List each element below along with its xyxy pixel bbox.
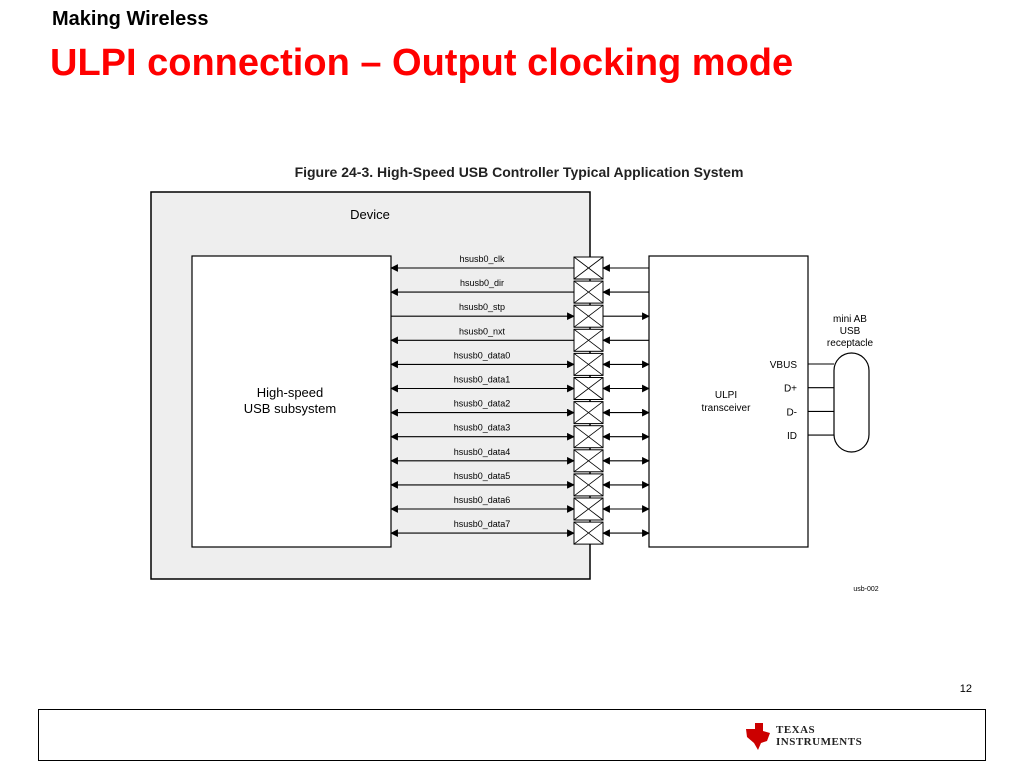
signal-label-hsusb0_data4: hsusb0_data4	[454, 447, 511, 457]
signal-label-hsusb0_clk: hsusb0_clk	[459, 254, 505, 264]
receptacle-label-line1: mini AB	[833, 314, 867, 325]
receptacle-label-line3: receptacle	[827, 338, 874, 349]
signal-lines: hsusb0_clk hsusb0_dir hsusb0_stp hsusb0_nxt…	[390, 254, 650, 545]
figure-id: usb-002	[853, 586, 878, 593]
signal-label-hsusb0_data6: hsusb0_data6	[454, 495, 511, 505]
pad-cross-b-hsusb0_stp	[573, 304, 604, 328]
signal-label-hsusb0_nxt: hsusb0_nxt	[459, 326, 506, 336]
device-label: Device	[350, 207, 390, 222]
usb-pins: VBUS D+ D- ID	[770, 360, 834, 442]
pad-cross-b-hsusb0_data7	[573, 521, 604, 545]
ti-logo-line1: TEXAS	[776, 724, 816, 736]
usb-pin-label-2: D-	[786, 407, 797, 418]
figure-caption: Figure 24-3. High-Speed USB Controller T…	[295, 164, 744, 180]
usb-subsystem-label-line1: High-speed	[257, 385, 324, 400]
pad-cross-b-hsusb0_data3	[573, 425, 604, 449]
ti-logo: TEXAS INSTRUMENTS	[744, 718, 884, 754]
signal-label-hsusb0_data5: hsusb0_data5	[454, 471, 511, 481]
usb-subsystem-label-line2: USB subsystem	[244, 401, 336, 416]
signal-label-hsusb0_data7: hsusb0_data7	[454, 519, 511, 529]
usb-subsystem-box	[191, 255, 392, 548]
pad-cross-b-hsusb0_data0	[573, 353, 604, 376]
page-number: 12	[959, 683, 972, 695]
ulpi-transceiver-box	[648, 255, 809, 548]
pad-cross-b-hsusb0_nxt	[573, 328, 604, 352]
pad-cross-b-hsusb0_data5	[573, 473, 604, 497]
ti-logo-line2: INSTRUMENTS	[776, 736, 863, 748]
signal-label-hsusb0_stp: hsusb0_stp	[459, 302, 505, 312]
footer-bar	[38, 709, 986, 761]
pad-cross-b-hsusb0_data1	[573, 377, 604, 400]
signal-label-hsusb0_data1: hsusb0_data1	[454, 375, 511, 385]
pad-cross-b-hsusb0_data4	[573, 449, 604, 473]
signal-label-hsusb0_data0: hsusb0_data0	[454, 350, 511, 360]
slide-title: ULPI connection – Output clocking mode	[50, 42, 794, 84]
signal-label-hsusb0_data2: hsusb0_data2	[454, 399, 511, 409]
ulpi-transceiver-label-line2: transceiver	[702, 403, 752, 414]
ulpi-transceiver-label-line1: ULPI	[715, 390, 737, 401]
ulpi-connection-diagram: Figure 24-3. High-Speed USB Controller T…	[150, 164, 879, 593]
texas-state-logo-icon	[746, 723, 770, 750]
pad-cross-b-hsusb0_dir	[573, 280, 604, 304]
usb-pin-label-1: D+	[784, 384, 797, 395]
usb-receptacle	[833, 352, 870, 453]
pad-cross-b-hsusb0_data6	[573, 497, 604, 521]
usb-pin-label-3: ID	[787, 431, 797, 442]
pad-cross-b-hsusb0_data2	[573, 401, 604, 424]
slide-kicker: Making Wireless	[52, 8, 209, 30]
signal-label-hsusb0_data3: hsusb0_data3	[454, 423, 511, 433]
pad-cross-b-hsusb0_clk	[573, 256, 604, 280]
usb-pin-label-0: VBUS	[770, 360, 798, 371]
receptacle-label-line2: USB	[840, 326, 861, 337]
signal-label-hsusb0_dir: hsusb0_dir	[460, 278, 504, 288]
